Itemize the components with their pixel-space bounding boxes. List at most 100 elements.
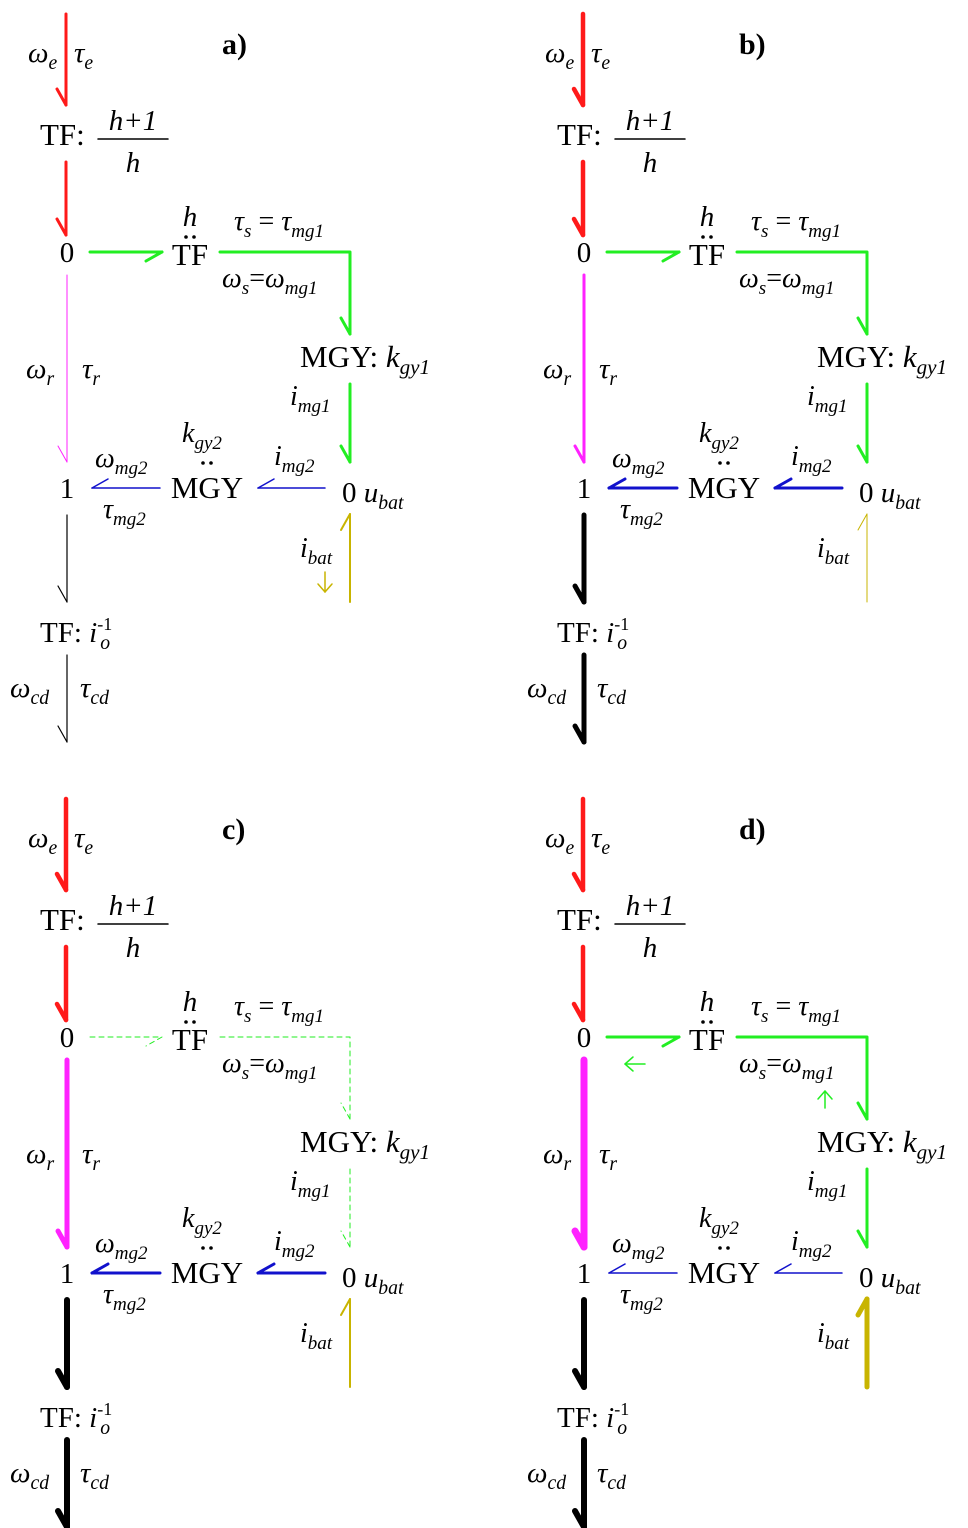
- output-bond-1-head: [572, 583, 587, 605]
- h-label: h: [700, 201, 715, 233]
- tf-top-label: TF:: [557, 902, 602, 937]
- sun-bond-2-head: [856, 316, 869, 336]
- omega-s-label: ωs=ωmg1: [222, 1048, 318, 1084]
- i-mg2-label: img2: [791, 1226, 832, 1262]
- engine-bond-head: [571, 871, 586, 893]
- mg2-elec-bond-head: [256, 1262, 276, 1275]
- tau-cd-label: τcd: [80, 672, 109, 709]
- kgy2-label: kgy2: [182, 1203, 222, 1239]
- output-bond-1-head: [572, 1368, 587, 1390]
- output-bond-2-head: [572, 723, 587, 745]
- omega-cd-label: ωcd: [527, 672, 566, 709]
- zero-junction-bat: 0 ubat: [342, 1262, 404, 1299]
- mg1-elec-bond-head: [340, 1230, 351, 1248]
- mg1-elec-bond-head: [856, 444, 869, 464]
- mg2-mech-bond-head: [91, 478, 109, 489]
- zero-junction-top: 0: [577, 237, 592, 269]
- omega-mg2-label: ωmg2: [612, 1228, 665, 1264]
- modulation-dot: [201, 1246, 205, 1250]
- tau-s-label: τs = τmg1: [234, 206, 324, 242]
- tf-mid-label: TF: [689, 1022, 725, 1057]
- i-mg1-label: img1: [807, 1166, 848, 1202]
- one-junction: 1: [577, 1258, 592, 1290]
- ring-bond-head: [57, 445, 68, 463]
- modulation-dot: [701, 235, 705, 239]
- i-mg1-label: img1: [290, 1166, 331, 1202]
- i-mg2-label: img2: [274, 441, 315, 477]
- sun-bond-1-head: [144, 250, 164, 263]
- battery-flow-arrow-head: [317, 583, 333, 593]
- ring-bond-head: [55, 1228, 70, 1250]
- output-bond-1-head: [57, 585, 68, 603]
- omega-r-label: ωr: [26, 353, 54, 390]
- sun-bond-2: [735, 1035, 869, 1121]
- tau-cd-label: τcd: [597, 1457, 626, 1494]
- modulation-dot: [184, 235, 188, 239]
- omega-r-label: ωr: [26, 1138, 54, 1175]
- panel-label: b): [739, 28, 766, 61]
- i-bat-label: ibat: [817, 1318, 850, 1354]
- i-bat-label: ibat: [300, 1318, 333, 1354]
- modulation-dot: [718, 1246, 722, 1250]
- omega-r-label: ωr: [543, 353, 571, 390]
- modulation-dot: [726, 461, 730, 465]
- sun-bond-2: [735, 250, 869, 336]
- mgy2-label: MGY: [171, 470, 243, 505]
- i-mg1-label: img1: [290, 381, 331, 417]
- sun-bond-2-head: [856, 1101, 869, 1121]
- tau-mg2-label: τmg2: [103, 1279, 146, 1315]
- tf-mid-label: TF: [689, 237, 725, 272]
- one-junction: 1: [60, 473, 75, 505]
- sun-bond-2-head: [339, 316, 352, 336]
- zero-junction-top: 0: [60, 1022, 75, 1054]
- tf-top-label: TF:: [40, 117, 85, 152]
- mgy1-label: MGY: kgy1: [300, 1124, 430, 1164]
- omega-r-label: ωr: [543, 1138, 571, 1175]
- omega-cd-label: ωcd: [10, 672, 49, 709]
- tau-mg2-label: τmg2: [620, 1279, 663, 1315]
- engine-bond-head: [571, 86, 586, 108]
- panel-label: a): [222, 28, 247, 61]
- omega-s-label: ωs=ωmg1: [222, 263, 318, 299]
- modulation-dot: [209, 461, 213, 465]
- omega-e-label: ωe: [545, 822, 574, 859]
- omega-e-label: ωe: [28, 37, 57, 74]
- mg1-back-arrow-head: [817, 1090, 833, 1100]
- tau-e-label: τe: [591, 37, 610, 74]
- tf-ratio-num: h+1: [109, 890, 158, 922]
- modulation-dot: [209, 1246, 213, 1250]
- kgy2-label: kgy2: [699, 1203, 739, 1239]
- engine-bond-2-head: [571, 1001, 586, 1023]
- mgy1-label: MGY: kgy1: [817, 339, 947, 379]
- omega-s-label: ωs=ωmg1: [739, 263, 835, 299]
- mg2-mech-bond-head: [607, 477, 627, 490]
- tf-ratio-num: h+1: [109, 105, 158, 137]
- h-label: h: [183, 201, 198, 233]
- tf-ratio-den: h: [126, 932, 141, 964]
- battery-bond-head: [855, 1296, 870, 1318]
- modulation-dot: [192, 1020, 196, 1024]
- mgy1-label: MGY: kgy1: [817, 1124, 947, 1164]
- kgy2-label: kgy2: [699, 418, 739, 454]
- tau-r-label: τr: [599, 353, 617, 390]
- omega-cd-label: ωcd: [10, 1457, 49, 1494]
- mgy1-label: MGY: kgy1: [300, 339, 430, 379]
- tau-s-label: τs = τmg1: [751, 206, 841, 242]
- modulation-dot: [709, 1020, 713, 1024]
- output-bond-2-head: [57, 725, 68, 743]
- battery-bond-head: [857, 513, 868, 531]
- modulation-dot: [701, 1020, 705, 1024]
- omega-mg2-label: ωmg2: [612, 443, 665, 479]
- sun-bond-1-head: [661, 1035, 681, 1048]
- sun-bond-1-head: [661, 250, 681, 263]
- h-label: h: [183, 986, 198, 1018]
- tau-s-label: τs = τmg1: [234, 991, 324, 1027]
- engine-bond-2-head: [571, 216, 586, 238]
